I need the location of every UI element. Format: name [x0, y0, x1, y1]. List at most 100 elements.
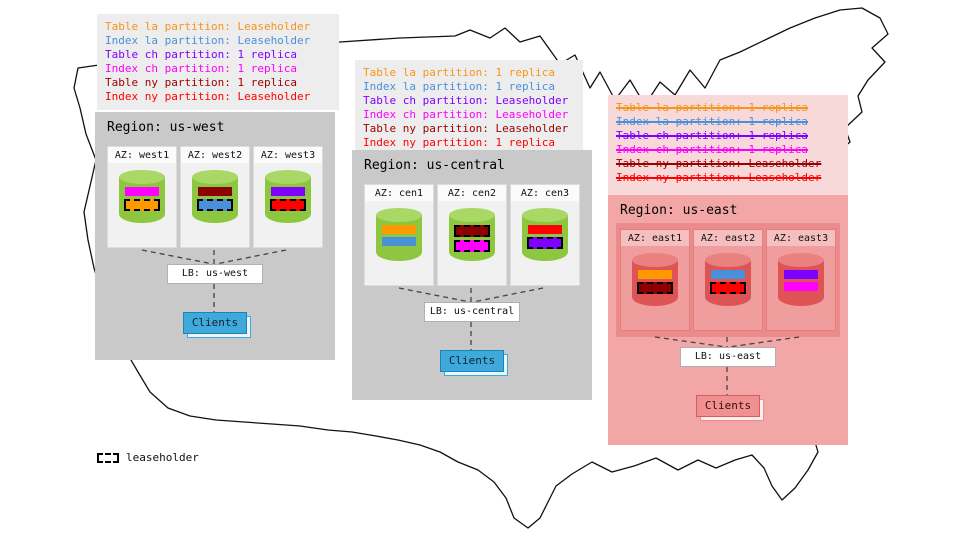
- az-label: AZ: east3: [767, 230, 835, 246]
- annotation-line: Index la partition: 1 replica: [616, 115, 809, 128]
- partition-bars: [636, 270, 674, 294]
- az-cen3: AZ: cen3: [510, 184, 580, 286]
- clients-box: Clients: [440, 350, 504, 372]
- partition-bars: [709, 270, 747, 294]
- annotation-line: Table ch partition: 1 replica: [105, 48, 298, 61]
- annotation-line: Table ch partition: 1 replica: [616, 129, 809, 142]
- database-node: [705, 253, 751, 311]
- region-box-us-west: Region: us-west AZ: west1 AZ: [95, 112, 335, 360]
- database-node: [192, 170, 238, 228]
- annotation-line: Index la partition: Leaseholder: [105, 34, 311, 47]
- region-title: Region: us-west: [107, 120, 225, 135]
- partition-bar-leaseholder: [197, 199, 233, 211]
- partition-bar: [382, 225, 416, 234]
- annotation-line: Index ch partition: Leaseholder: [363, 108, 569, 121]
- cylinder-top: [192, 170, 238, 184]
- az-label: AZ: east2: [694, 230, 762, 246]
- database-node: [449, 208, 495, 266]
- load-balancer-us-east: LB: us-east: [680, 347, 776, 367]
- load-balancer-us-central: LB: us-central: [424, 302, 520, 322]
- az-east2: AZ: east2: [693, 229, 763, 331]
- partition-bar-leaseholder: [637, 282, 673, 294]
- az-east3: AZ: east3: [766, 229, 836, 331]
- az-east1: AZ: east1: [620, 229, 690, 331]
- database-node: [376, 208, 422, 266]
- partition-bar: [528, 225, 562, 234]
- region-box-us-east: Region: us-east AZ: east1 AZ: [608, 195, 848, 445]
- leaseholder-swatch-icon: [97, 452, 119, 463]
- partition-bar-leaseholder: [454, 225, 490, 237]
- partition-bar: [382, 237, 416, 246]
- az-label: AZ: cen2: [438, 185, 506, 201]
- partition-bar-leaseholder: [454, 240, 490, 252]
- annotation-line: Table la partition: Leaseholder: [105, 20, 311, 33]
- annotation-line: Table la partition: 1 replica: [616, 101, 809, 114]
- partition-bars: [526, 225, 564, 249]
- az-west1: AZ: west1: [107, 146, 177, 248]
- region-box-us-central: Region: us-central AZ: cen1: [352, 150, 592, 400]
- partition-bar: [638, 270, 672, 279]
- database-node: [778, 253, 824, 311]
- partition-bar: [711, 270, 745, 279]
- partition-bar-leaseholder: [527, 237, 563, 249]
- clients-box: Clients: [696, 395, 760, 417]
- az-row: AZ: west1 AZ: west2 AZ: [107, 146, 323, 248]
- leaseholder-legend: leaseholder: [97, 451, 199, 464]
- cylinder-top: [632, 253, 678, 267]
- annotation-line: Index ny partition: Leaseholder: [105, 90, 311, 103]
- partition-bar: [784, 270, 818, 279]
- az-row: AZ: cen1 AZ: cen2 AZ:: [364, 184, 580, 286]
- az-label: AZ: west1: [108, 147, 176, 163]
- annotation-line: Index ch partition: 1 replica: [105, 62, 298, 75]
- annotation-line: Index ch partition: 1 replica: [616, 143, 809, 156]
- region-title: Region: us-east: [620, 203, 738, 218]
- database-node: [265, 170, 311, 228]
- region-title: Region: us-central: [364, 158, 505, 173]
- partition-bar: [271, 187, 305, 196]
- az-west3: AZ: west3: [253, 146, 323, 248]
- database-node: [522, 208, 568, 266]
- annotation-line: Table ny partition: Leaseholder: [363, 122, 569, 135]
- partition-bars: [123, 187, 161, 211]
- partition-bar: [198, 187, 232, 196]
- annotation-line: Table ch partition: Leaseholder: [363, 94, 569, 107]
- annotation-line: Table la partition: 1 replica: [363, 66, 556, 79]
- az-label: AZ: west2: [181, 147, 249, 163]
- clients-box: Clients: [183, 312, 247, 334]
- az-cen2: AZ: cen2: [437, 184, 507, 286]
- load-balancer-us-west: LB: us-west: [167, 264, 263, 284]
- az-label: AZ: cen1: [365, 185, 433, 201]
- annotation-line: Table ny partition: 1 replica: [105, 76, 298, 89]
- legend-label: leaseholder: [126, 451, 199, 464]
- partition-bar-leaseholder: [710, 282, 746, 294]
- az-cen1: AZ: cen1: [364, 184, 434, 286]
- az-row: AZ: east1 AZ: east2 AZ: [620, 229, 836, 331]
- partition-bars: [380, 225, 418, 246]
- annotation-line: Index la partition: 1 replica: [363, 80, 556, 93]
- az-west2: AZ: west2: [180, 146, 250, 248]
- database-node: [119, 170, 165, 228]
- database-node: [632, 253, 678, 311]
- partition-bars: [453, 225, 491, 252]
- annotation-line: Table ny partition: Leaseholder: [616, 157, 822, 170]
- cylinder-top: [265, 170, 311, 184]
- partition-bar: [784, 282, 818, 291]
- annotation-line: Index ny partition: Leaseholder: [616, 171, 822, 184]
- partition-bar-leaseholder: [124, 199, 160, 211]
- cylinder-top: [778, 253, 824, 267]
- partition-bars: [269, 187, 307, 211]
- annotation-line: Index ny partition: 1 replica: [363, 136, 556, 149]
- partition-bar-leaseholder: [270, 199, 306, 211]
- az-label: AZ: west3: [254, 147, 322, 163]
- partition-bars: [782, 270, 820, 291]
- cylinder-top: [119, 170, 165, 184]
- az-label: AZ: cen3: [511, 185, 579, 201]
- partition-annotations-us-central: Table la partition: 1 replica Index la p…: [355, 60, 583, 156]
- cylinder-body: [449, 215, 495, 261]
- az-label: AZ: east1: [621, 230, 689, 246]
- cylinder-top: [705, 253, 751, 267]
- partition-bar: [125, 187, 159, 196]
- partition-annotations-us-east: Table la partition: 1 replica Index la p…: [608, 95, 848, 195]
- partition-bars: [196, 187, 234, 211]
